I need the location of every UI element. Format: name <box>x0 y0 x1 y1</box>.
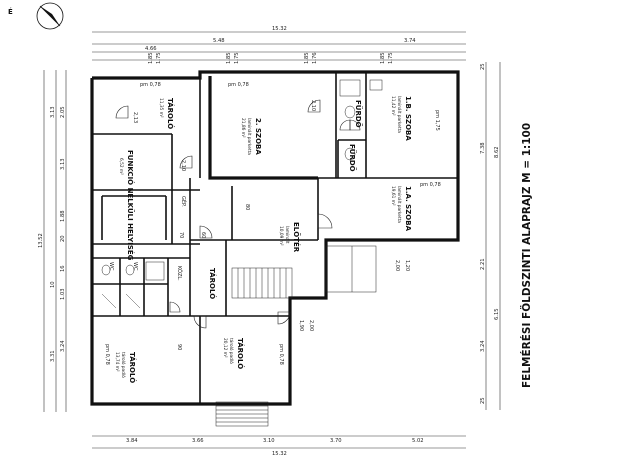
left-dimensions: 13.52 3.13 2.05 3.13 1.88 20 16 1.03 10 … <box>38 70 67 412</box>
dim-left-8: 3.24 <box>60 340 66 352</box>
dim-right-6: 25 <box>480 397 486 404</box>
drawing-title: FELMÉRÉSI FÖLDSZINTI ALAPRAJZ M = 1:100 <box>519 123 533 388</box>
dim-bottom-3: 3.70 <box>330 438 342 444</box>
right-dimensions: 8.62 7.38 2.21 6.15 3.24 25 25 <box>480 62 501 410</box>
room-tarolo-bm-sub: tároló padló <box>228 338 235 364</box>
dim-top-2: 1.75 <box>156 52 162 64</box>
room-eloter-area: 10,09 m² <box>278 226 284 246</box>
pm-label-2: pm 0,78 <box>140 82 161 88</box>
dim-top-7: 1.85 <box>380 52 386 64</box>
room-tarolo-bl-area: 13,74 m² <box>114 352 120 372</box>
dim-left-1: 2.05 <box>60 106 66 118</box>
dim-top-5: 1.85 <box>304 52 310 64</box>
north-arrow-icon <box>36 2 64 30</box>
interior-walls <box>92 72 458 404</box>
outer-walls <box>90 70 460 406</box>
dim-left-total: 13.52 <box>38 233 44 248</box>
dim-right-5: 25 <box>480 63 486 70</box>
room-gepterem-name: GÉP. <box>180 196 188 207</box>
room-szoba-1b-name: 1.B. SZOBA <box>404 96 412 141</box>
dim-bottom-4: 5.02 <box>412 438 424 444</box>
dim-left-7: 10 <box>50 281 56 288</box>
dim-left-9: 3.31 <box>50 350 56 362</box>
bath-fixtures <box>101 79 383 309</box>
dim-right-0: 8.62 <box>494 146 500 158</box>
pm-label-5: pm 0,78 <box>104 344 110 365</box>
dim-top-0: 4.66 <box>145 46 157 52</box>
dim-left-6: 1.03 <box>60 288 66 300</box>
dim-top-8: 1.75 <box>388 52 394 64</box>
val-200b: 2,00 <box>394 260 400 271</box>
dim-top-4: 1.75 <box>234 52 240 64</box>
north-letter: É <box>8 7 13 16</box>
val-120: 1,20 <box>404 260 410 271</box>
room-szoba-2-sub: laminált parketta <box>246 118 253 155</box>
val-210b: 2,10 <box>310 100 316 111</box>
dim-left-5: 16 <box>60 265 66 272</box>
room-furdo-mid-name: FÜRDŐ <box>348 144 357 172</box>
val-90: 90 <box>176 344 182 350</box>
val-80: 80 <box>244 204 250 210</box>
room-funkcio-name: FUNKCIÓ NÉLKÜLI HELYISÉG <box>126 150 135 261</box>
val-210: 2,10 <box>180 160 186 171</box>
pm-label-4: pm 1,75 <box>434 110 440 131</box>
dim-bottom-total: 15.32 <box>272 451 287 457</box>
room-funkcio-area: 6,52 m² <box>118 158 124 175</box>
dim-left-4: 20 <box>60 235 66 242</box>
room-taroló-top-name: TÁROLÓ <box>166 98 175 129</box>
room-szoba-1a-area: 19,61 m² <box>390 186 396 206</box>
room-szoba-2-name: 2. SZOBA <box>254 118 262 155</box>
room-wc2-name: WC <box>132 262 138 271</box>
room-tarolo-bl-name: TÁROLÓ <box>128 352 137 383</box>
dim-right-2: 2.21 <box>480 258 486 270</box>
room-tarolo-bl-sub: tároló padló <box>120 352 127 378</box>
dim-top-1: 1.85 <box>148 52 154 64</box>
dim-bottom-0: 3.84 <box>126 438 138 444</box>
stairs <box>215 245 377 427</box>
bottom-dimensions: 3.84 3.66 3.10 3.70 5.02 15.32 <box>92 435 466 457</box>
pm-label-3: pm 0,78 <box>420 182 441 188</box>
dim-left-3: 1.88 <box>60 210 66 222</box>
room-tarolo-bm-name: TÁROLÓ <box>236 338 245 369</box>
val-200: 2,00 <box>308 320 314 331</box>
room-szoba-1a-name: 1.A. SZOBA <box>404 186 412 232</box>
room-kozl-name: KÖZL. <box>176 266 183 281</box>
annotations: pm 0,78 pm 0,78 pm 0,78 pm 1,75 pm 0,78 … <box>104 82 441 365</box>
dim-right-3: 6.15 <box>494 308 500 320</box>
dim-top-6: 1.76 <box>312 52 318 64</box>
room-szoba-1b-area: 11,42 m² <box>390 96 396 116</box>
val-60: 60 <box>200 232 206 238</box>
dim-top-total: 15.32 <box>272 26 287 32</box>
dim-top-3: 1.85 <box>226 52 232 64</box>
room-wc1-name: WC <box>108 262 114 271</box>
top-dimensions: 15.32 5.48 4.66 3.74 1.85 1.75 1.85 1.75… <box>92 26 466 64</box>
dim-bottom-1: 3.66 <box>192 438 204 444</box>
dim-left-2: 3.13 <box>60 158 66 170</box>
room-furdo-top-name: FÜRDŐ <box>354 100 363 128</box>
room-taroló-top-area: 11,35 m² <box>158 98 164 118</box>
dim-bottom-2: 3.10 <box>263 438 275 444</box>
val-190: 1,90 <box>298 320 304 331</box>
pm-label-6: pm 0,78 <box>278 344 284 365</box>
dim-right-4: 3.24 <box>480 340 486 352</box>
room-tarolo-mid-name: TÁROLÓ <box>208 268 217 299</box>
room-tarolo-bm-area: 20,12 m² <box>222 338 228 358</box>
room-szoba-1b-sub: laminált parketta <box>396 96 403 133</box>
dim-right-1: 7.38 <box>480 142 486 154</box>
room-eloter-name: ELŐTÉR <box>292 222 301 253</box>
doors <box>115 99 361 329</box>
room-szoba-2-area: 21,86 m² <box>240 118 246 138</box>
val-70: 70 <box>178 232 184 238</box>
pm-label-1: pm 0,78 <box>228 82 249 88</box>
dim-top-10: 5.48 <box>213 38 225 44</box>
dim-top-9: 3.74 <box>404 38 416 44</box>
val-213: 2,13 <box>132 112 138 123</box>
room-labels: TÁROLÓ 11,35 m² 2. SZOBA laminált parket… <box>108 96 412 383</box>
room-szoba-1a-sub: laminált parketta <box>396 186 403 223</box>
room-eloter-sub: laminált <box>284 226 291 244</box>
dim-left-0: 3.13 <box>50 106 56 118</box>
